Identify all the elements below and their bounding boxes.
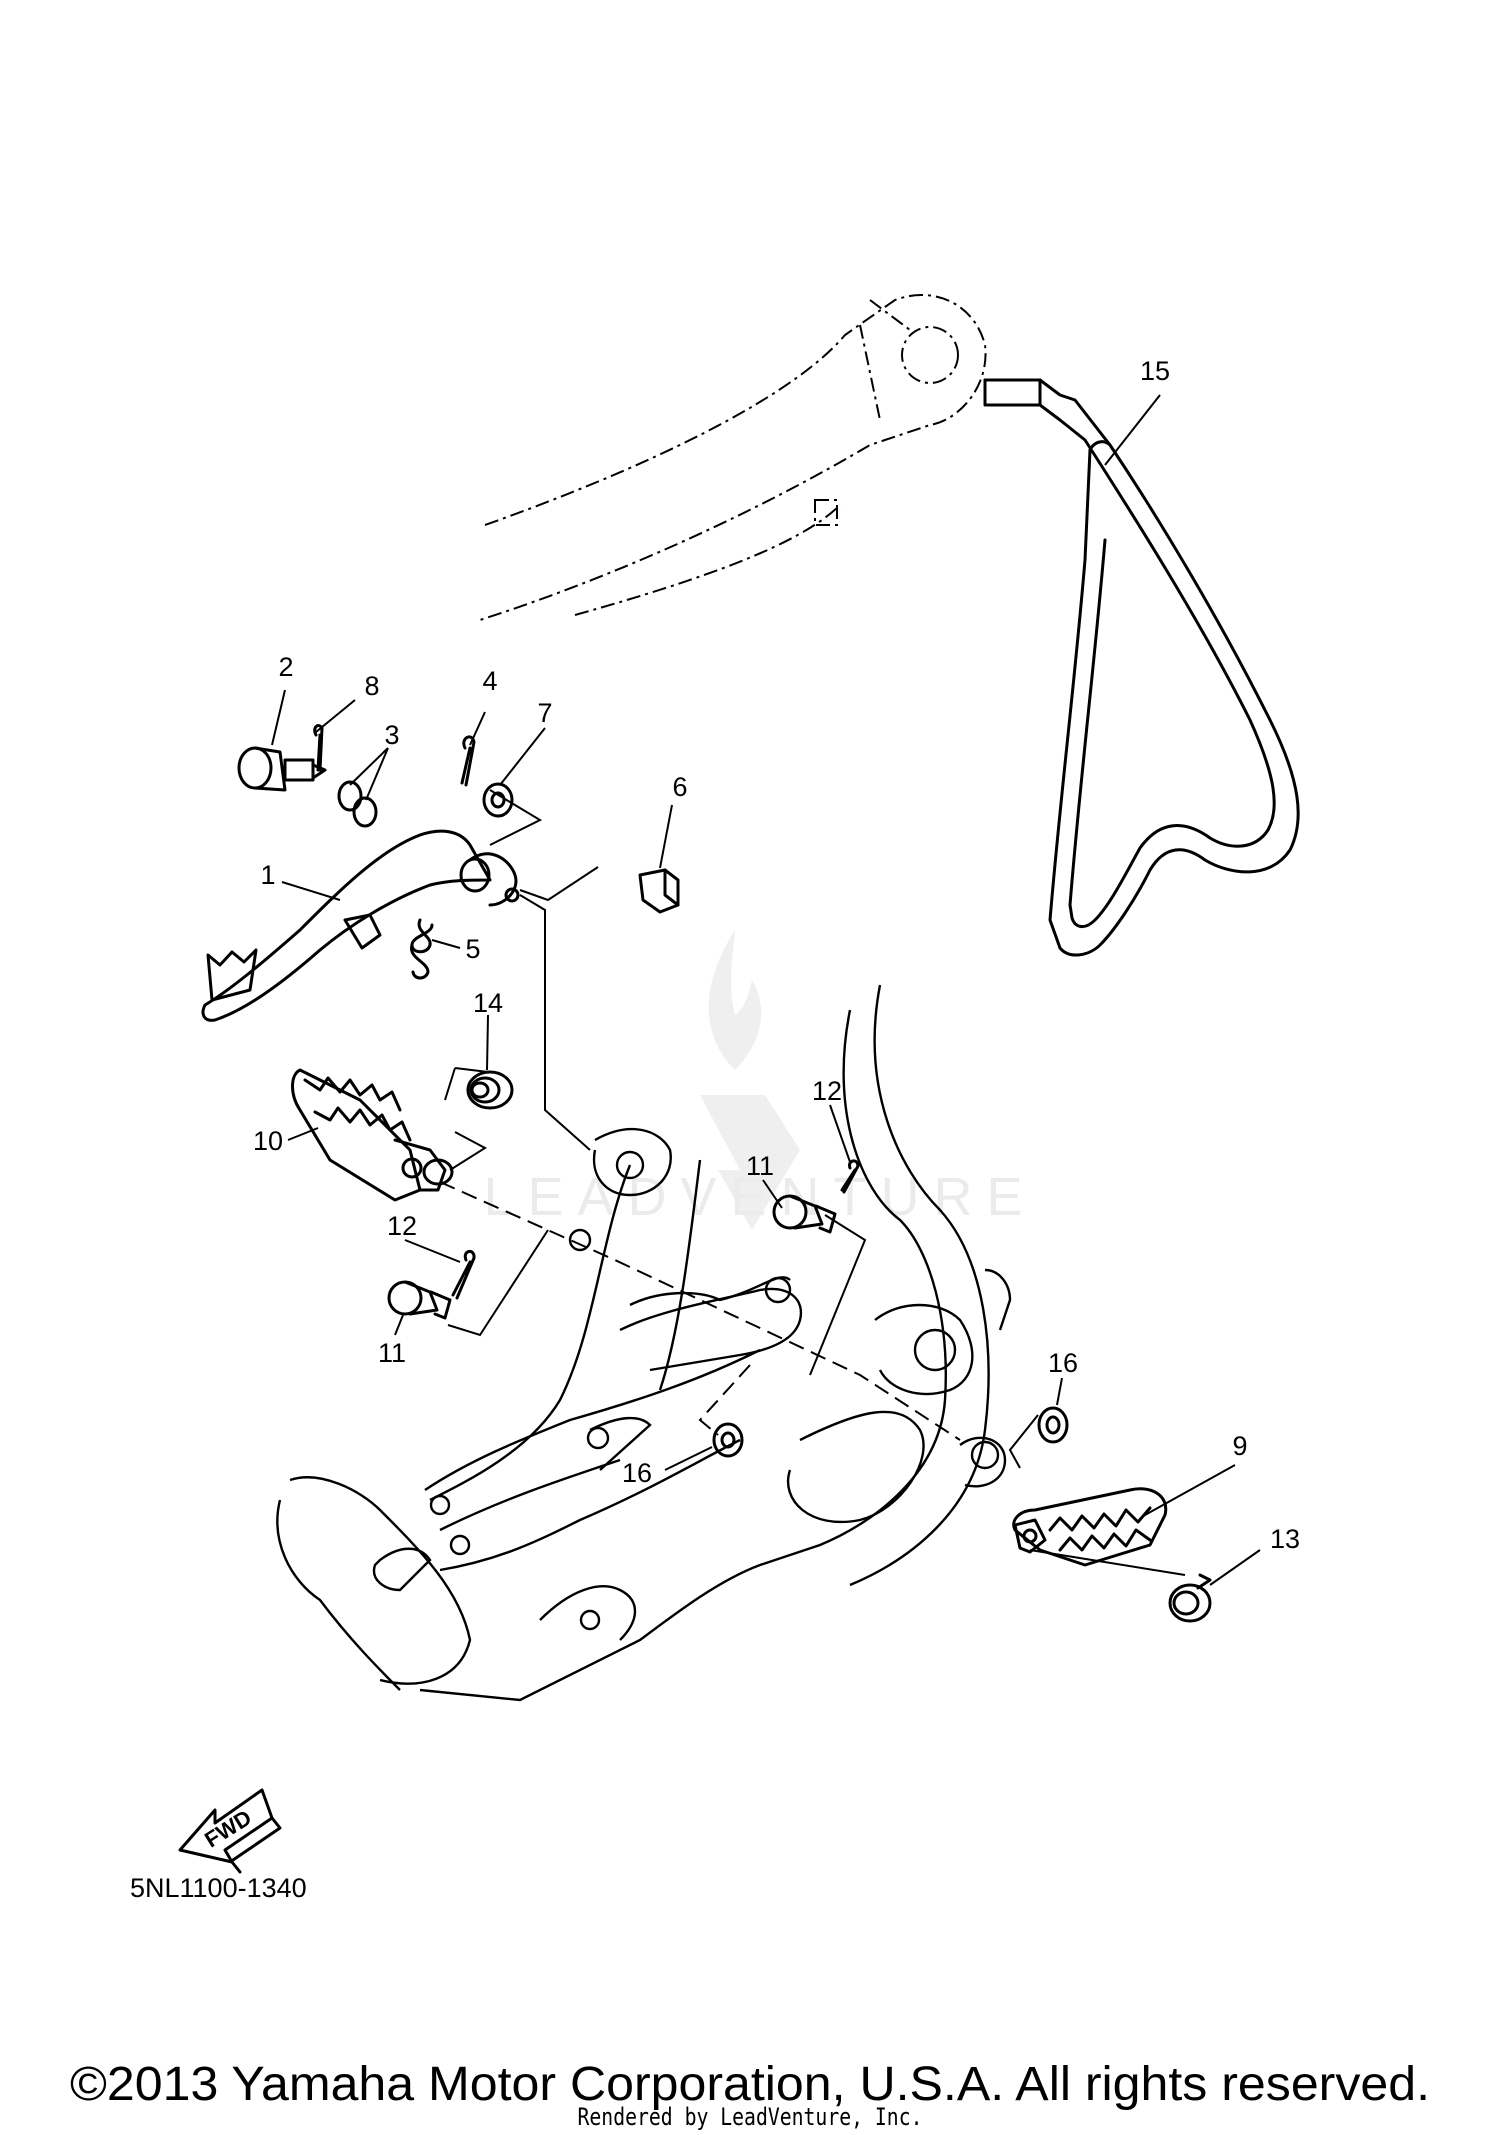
callout-14: 14 [473, 988, 503, 1018]
bolt-upper [772, 1194, 837, 1234]
callout-labels: 2 8 3 4 7 6 1 5 14 10 12 11 12 11 15 16 … [253, 356, 1300, 1554]
callout-8: 8 [364, 671, 379, 701]
collar-center [712, 1422, 744, 1458]
return-spring [410, 918, 434, 980]
callout-16-lower: 16 [622, 1458, 652, 1488]
bolt-lower [387, 1280, 452, 1320]
stand [983, 378, 1300, 957]
callout-5: 5 [465, 934, 480, 964]
callout-9: 9 [1232, 1431, 1247, 1461]
fwd-label: FWD [200, 1805, 256, 1853]
callout-7: 7 [537, 698, 552, 728]
footrest-spring-left [466, 1070, 514, 1110]
cotter-pins [313, 724, 860, 1300]
callout-16: 16 [1048, 1348, 1078, 1378]
footrest-left [291, 1068, 454, 1202]
callout-12-lower: 12 [387, 1211, 417, 1241]
callout-11-lower: 11 [378, 1338, 406, 1368]
leader-lines [271, 394, 1261, 1586]
brake-pedal [201, 829, 520, 1022]
footrest-right [1012, 1487, 1168, 1567]
watermark-text: LEADVENTURE [483, 1167, 1036, 1227]
pivot-bolt [237, 746, 327, 792]
callout-4: 4 [482, 666, 497, 696]
callout-3: 3 [384, 720, 399, 750]
callout-10: 10 [253, 1126, 283, 1156]
callout-2: 2 [278, 652, 293, 682]
copyright-notice: ©2013 Yamaha Motor Corporation, U.S.A. A… [70, 2058, 1430, 2111]
frame-outline [276, 984, 1012, 1702]
callout-6: 6 [672, 772, 687, 802]
assembly-guide-lines [439, 789, 1186, 1576]
swingarm-outline [479, 294, 987, 621]
callout-13: 13 [1270, 1524, 1300, 1554]
callout-12: 12 [812, 1076, 842, 1106]
clevis [638, 868, 680, 914]
collar-right [1037, 1406, 1069, 1444]
rendered-by-notice: Rendered by LeadVenture, Inc. [578, 2103, 923, 2131]
callout-11: 11 [746, 1151, 774, 1181]
callout-15: 15 [1140, 356, 1170, 386]
washer-top [482, 782, 514, 818]
o-rings [337, 780, 378, 828]
forward-arrow-icon: FWD [178, 1788, 282, 1874]
drawing-code: 5NL1100-1340 [130, 1873, 307, 1903]
footrest-spring-right [1168, 1573, 1212, 1623]
callout-1: 1 [260, 860, 275, 890]
leadventure-watermark: LEADVENTURE [483, 930, 1036, 1230]
